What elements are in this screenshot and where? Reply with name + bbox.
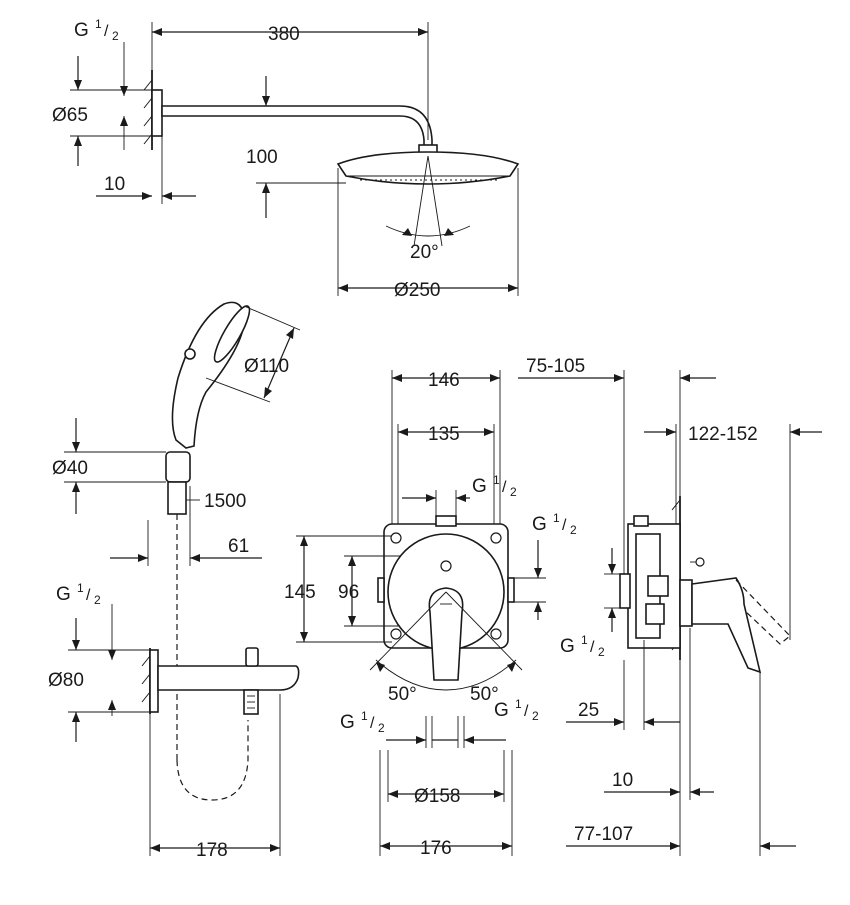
box-top-port bbox=[435, 515, 457, 527]
wall-offset-label: 10 bbox=[104, 174, 125, 195]
side-lever bbox=[691, 577, 762, 674]
svg-text:G: G bbox=[56, 584, 71, 605]
svg-text:G: G bbox=[532, 514, 547, 535]
handle-depth-label: 77-107 bbox=[574, 824, 633, 845]
holder-projection-label: 61 bbox=[228, 536, 249, 557]
svg-text:/: / bbox=[524, 703, 529, 720]
head-diameter-label: Ø250 bbox=[394, 280, 440, 301]
rosette-diameter-label: Ø158 bbox=[414, 786, 460, 807]
spout-flange-diameter-label: Ø80 bbox=[48, 670, 84, 691]
side-rosette bbox=[679, 579, 693, 627]
box-side-port-right bbox=[507, 577, 515, 603]
trim-offset-label: 10 bbox=[612, 770, 633, 791]
box-height-outer-label: 145 bbox=[284, 582, 316, 603]
shower-head-assembly: 380 G 1 / 2 Ø65 10 100 bbox=[52, 17, 520, 301]
rosette-screw bbox=[440, 560, 452, 572]
svg-text:2: 2 bbox=[570, 523, 577, 537]
svg-text:2: 2 bbox=[378, 721, 385, 735]
mixer-lever bbox=[428, 587, 464, 681]
svg-text:2: 2 bbox=[112, 29, 119, 43]
svg-text:1: 1 bbox=[493, 473, 500, 487]
hand-shower-face bbox=[213, 305, 251, 363]
svg-text:/: / bbox=[562, 517, 567, 534]
hand-shower-button bbox=[184, 348, 196, 360]
arm-length-label: 380 bbox=[268, 24, 300, 45]
svg-text:/: / bbox=[370, 715, 375, 732]
svg-text:G: G bbox=[472, 476, 487, 497]
wall-distance-label: 25 bbox=[578, 700, 599, 721]
svg-text:G: G bbox=[560, 636, 575, 657]
svg-text:1: 1 bbox=[515, 697, 522, 711]
svg-text:/: / bbox=[104, 23, 109, 40]
svg-text:1: 1 bbox=[95, 17, 102, 31]
hose-length-label: 1500 bbox=[204, 491, 246, 512]
shower-holder-base bbox=[167, 481, 187, 515]
box-bottom-right-thread-label: G 1 / 2 bbox=[494, 697, 539, 723]
shower-thread-label: G 1 / 2 bbox=[74, 17, 119, 43]
flange-diameter-label: Ø65 bbox=[52, 105, 88, 126]
svg-text:2: 2 bbox=[94, 593, 101, 607]
svg-text:2: 2 bbox=[598, 645, 605, 659]
bath-spout bbox=[157, 665, 300, 691]
installation-depth-label: 75-105 bbox=[526, 356, 585, 377]
spout-thread-label: G 1 / 2 bbox=[56, 581, 101, 607]
side-inlet bbox=[619, 573, 631, 609]
svg-text:G: G bbox=[340, 712, 355, 733]
diverter-knob bbox=[245, 647, 259, 667]
angle-right-label: 50° bbox=[470, 684, 499, 705]
box-top-thread-label: G 1 / 2 bbox=[472, 473, 517, 499]
holder-diameter-label: Ø40 bbox=[52, 458, 88, 479]
svg-text:/: / bbox=[502, 479, 507, 496]
box-width-outer-label: 146 bbox=[428, 370, 460, 391]
svg-text:1: 1 bbox=[581, 633, 588, 647]
side-thread-label: G 1 / 2 bbox=[560, 633, 605, 659]
shower-arm bbox=[161, 105, 433, 149]
box-bottom-left-thread-label: G 1 / 2 bbox=[340, 709, 385, 735]
rosette-width-label: 176 bbox=[420, 838, 452, 859]
mixer-front-view: 146 135 G 1 / 2 G 1 / 2 bbox=[284, 370, 577, 859]
svg-text:1: 1 bbox=[361, 709, 368, 723]
shower-holder bbox=[165, 451, 191, 483]
tilt-angle-label: 20° bbox=[410, 242, 439, 263]
bath-spout-assembly: G 1 / 2 Ø80 178 bbox=[48, 581, 300, 861]
svg-text:G: G bbox=[74, 20, 89, 41]
hand-shower-diameter-label: Ø110 bbox=[244, 356, 289, 377]
svg-text:1: 1 bbox=[553, 511, 560, 525]
shower-arm-flange bbox=[151, 89, 163, 137]
angle-left-label: 50° bbox=[388, 684, 417, 705]
mixer-side-view: 75-105 122-152 G 1 / 2 25 bbox=[518, 356, 822, 856]
box-height-inner-label: 96 bbox=[338, 582, 359, 603]
box-width-inner-label: 135 bbox=[428, 424, 460, 445]
svg-text:2: 2 bbox=[532, 709, 539, 723]
box-right-thread-label: G 1 / 2 bbox=[532, 511, 577, 537]
spout-flange bbox=[149, 649, 159, 713]
box-side-port-left bbox=[377, 577, 385, 603]
total-depth-label: 122-152 bbox=[688, 424, 758, 445]
svg-text:G: G bbox=[494, 700, 509, 721]
drop-label: 100 bbox=[246, 147, 278, 168]
svg-text:2: 2 bbox=[510, 485, 517, 499]
hand-shower-assembly: Ø110 Ø40 1500 61 bbox=[52, 301, 301, 801]
svg-text:/: / bbox=[590, 639, 595, 656]
spout-projection-label: 178 bbox=[196, 840, 228, 861]
svg-text:1: 1 bbox=[77, 581, 84, 595]
svg-text:/: / bbox=[86, 587, 91, 604]
